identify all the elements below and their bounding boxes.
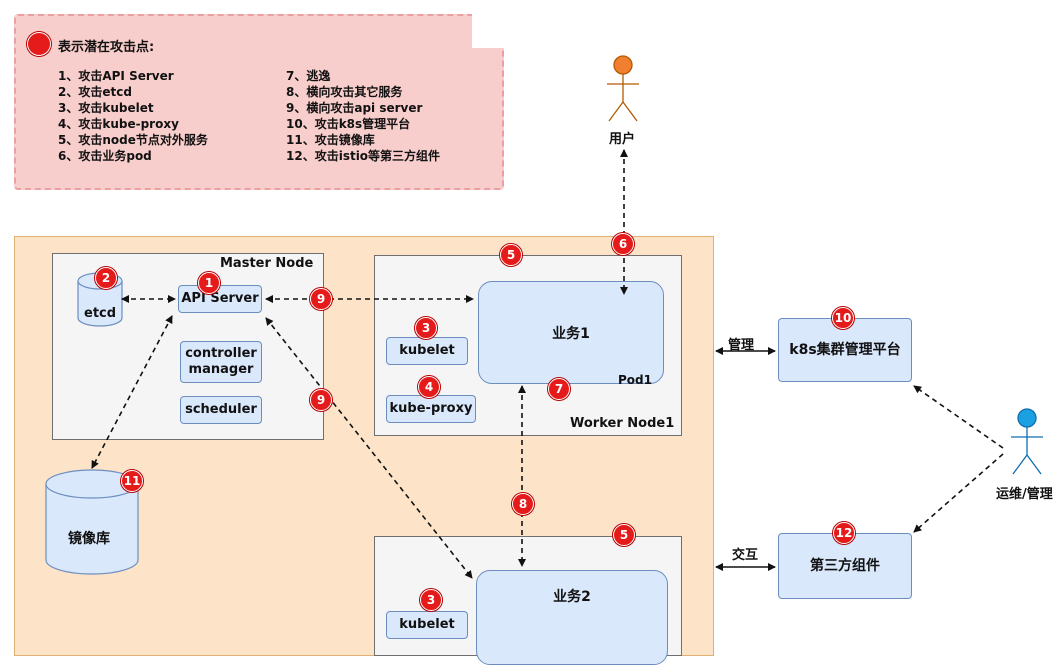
legend-attack-point-icon xyxy=(27,32,51,56)
user-actor-icon xyxy=(607,55,639,122)
attack-badge-worker2[interactable]: 5 xyxy=(613,524,635,546)
controller-manager-label: controller manager xyxy=(185,346,257,377)
attack-badge-registry[interactable]: 11 xyxy=(121,470,143,492)
attack-badge-mgmt-platform[interactable]: 10 xyxy=(832,307,854,329)
scheduler-box[interactable]: scheduler xyxy=(180,396,262,424)
attack-badge-kubelet2[interactable]: 3 xyxy=(420,589,442,611)
attack-badge-etcd[interactable]: 2 xyxy=(95,267,117,289)
attack-badge-api-lateral-top[interactable]: 9 xyxy=(310,288,332,310)
legend-item: 7、逃逸 xyxy=(286,69,331,83)
attack-badge-third-party[interactable]: 12 xyxy=(833,522,855,544)
k8s-management-platform-label: k8s集群管理平台 xyxy=(789,342,901,358)
third-party-component-label: 第三方组件 xyxy=(810,558,880,574)
attack-badge-escape[interactable]: 7 xyxy=(548,378,570,400)
diagram-connectors xyxy=(45,55,1043,579)
controller-manager-box[interactable]: controller manager xyxy=(180,341,262,383)
business1-pod[interactable]: 业务1 xyxy=(478,281,664,384)
manage-edge-label: 管理 xyxy=(728,338,755,353)
attack-badge-user-pod[interactable]: 6 xyxy=(612,233,634,255)
ops-actor-icon xyxy=(1011,408,1043,475)
legend-item: 2、攻击etcd xyxy=(58,85,132,99)
attack-badge-api-lateral-diag[interactable]: 9 xyxy=(310,389,332,411)
attack-badge-worker1[interactable]: 5 xyxy=(500,244,522,266)
third-party-component-box[interactable]: 第三方组件 xyxy=(778,533,912,599)
apiserver-registry-link xyxy=(91,315,173,469)
user-label: 用户 xyxy=(609,132,636,147)
attack-badge-lateral[interactable]: 8 xyxy=(512,493,534,515)
kubelet2-label: kubelet xyxy=(399,617,455,632)
worker-node1-title: Worker Node1 xyxy=(570,416,675,431)
legend-corner xyxy=(472,14,506,48)
image-registry-cylinder[interactable] xyxy=(45,469,139,575)
scheduler-label: scheduler xyxy=(185,402,257,417)
apiserver-business2-link xyxy=(265,317,473,579)
legend-item: 8、横向攻击其它服务 xyxy=(286,85,403,99)
legend-item: 6、攻击业务pod xyxy=(58,149,152,163)
ops-thirdparty-link xyxy=(913,453,1004,533)
legend-item: 10、攻击k8s管理平台 xyxy=(286,117,411,131)
attack-badge-kubelet[interactable]: 3 xyxy=(415,317,437,339)
business1-label: 业务1 xyxy=(552,325,590,342)
kubelet2-box[interactable]: kubelet xyxy=(386,611,468,639)
legend-item: 1、攻击API Server xyxy=(58,69,174,83)
legend-item: 9、横向攻击api server xyxy=(286,101,423,115)
ops-platform-link xyxy=(913,385,1004,449)
attack-badge-kube-proxy[interactable]: 4 xyxy=(418,376,440,398)
legend-item: 4、攻击kube-proxy xyxy=(58,117,179,131)
etcd-label: etcd xyxy=(84,306,117,321)
legend-item: 12、攻击istio等第三方组件 xyxy=(286,149,441,163)
interact-edge-label: 交互 xyxy=(732,548,759,563)
legend-item: 5、攻击node节点对外服务 xyxy=(58,133,208,147)
registry-label: 镜像库 xyxy=(68,531,110,547)
legend-item: 3、攻击kubelet xyxy=(58,101,154,115)
legend-box xyxy=(14,14,504,190)
legend-item: 11、攻击镜像库 xyxy=(286,133,375,147)
api-server-label: API Server xyxy=(181,291,259,306)
legend-title: 表示潜在攻击点: xyxy=(58,40,155,55)
master-node-title: Master Node xyxy=(220,256,314,271)
pod1-label: Pod1 xyxy=(618,373,652,387)
api-server-box[interactable]: API Server xyxy=(178,285,262,313)
attack-badge-api-server[interactable]: 1 xyxy=(198,272,220,294)
business2-label: 业务2 xyxy=(553,588,591,605)
ops-label: 运维/管理 xyxy=(996,487,1053,502)
